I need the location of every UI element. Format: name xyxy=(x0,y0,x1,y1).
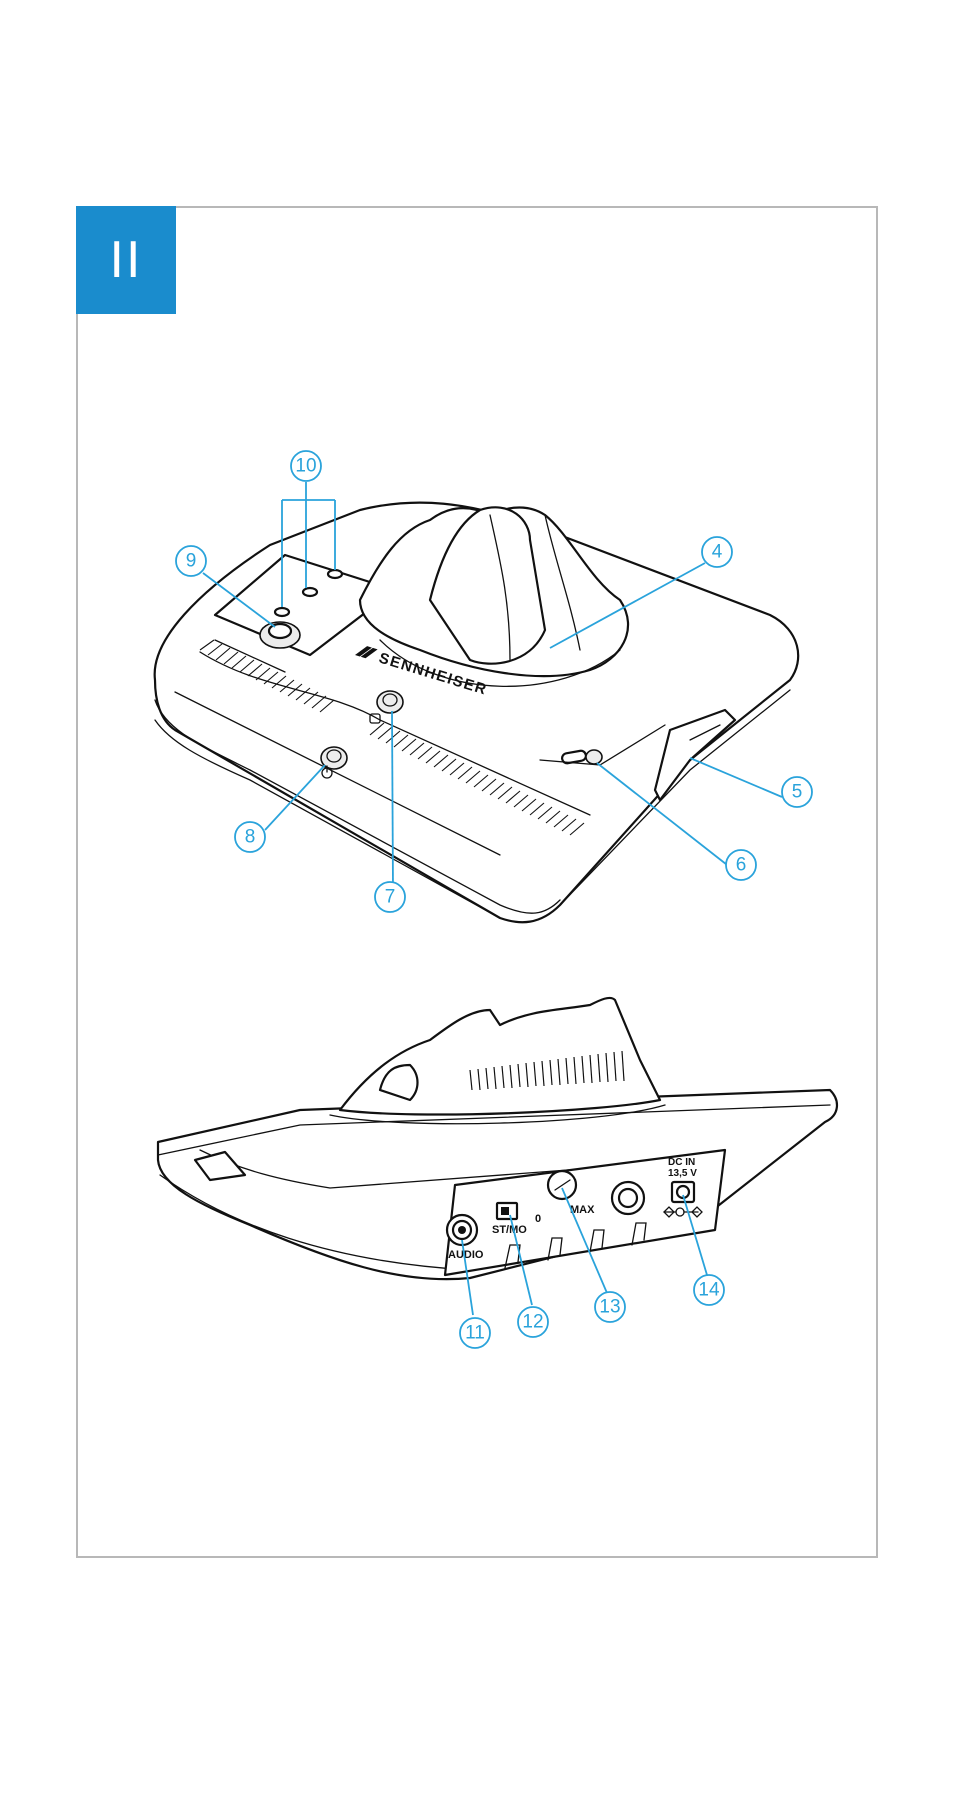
svg-text:10: 10 xyxy=(295,456,316,477)
callout-10: 10 xyxy=(291,451,321,481)
svg-text:13: 13 xyxy=(599,1297,620,1318)
transmitter-button xyxy=(260,622,300,648)
svg-text:9: 9 xyxy=(186,551,197,572)
svg-text:6: 6 xyxy=(736,855,747,876)
callout-7: 7 xyxy=(375,882,405,912)
callout-12: 12 xyxy=(518,1307,548,1337)
svg-text:4: 4 xyxy=(712,542,723,563)
callout-9: 9 xyxy=(176,546,206,576)
dc-voltage-label: 13,5 V xyxy=(668,1168,697,1179)
svg-text:7: 7 xyxy=(385,887,396,908)
callout-4: 4 xyxy=(702,537,732,567)
callout-6: 6 xyxy=(726,850,756,880)
svg-text:12: 12 xyxy=(522,1312,543,1333)
svg-text:8: 8 xyxy=(245,827,256,848)
svg-text:14: 14 xyxy=(698,1280,720,1301)
callout-5: 5 xyxy=(782,777,812,807)
audio-label: AUDIO xyxy=(448,1249,484,1261)
svg-text:5: 5 xyxy=(792,782,803,803)
callout-8: 8 xyxy=(235,822,265,852)
stereo-mono-label: ST/MO xyxy=(492,1224,527,1236)
volume-min-label: 0 xyxy=(535,1213,541,1225)
callout-14: 14 xyxy=(694,1275,724,1305)
callout-11: 11 xyxy=(460,1318,490,1348)
dc-in-label: DC IN xyxy=(668,1157,695,1168)
base-station-rear-view: AUDIO ST/MO 0 MAX DC IN 13,5 V xyxy=(158,998,837,1279)
headset-cradle-rear xyxy=(330,998,665,1124)
svg-text:11: 11 xyxy=(465,1323,485,1344)
callout-13: 13 xyxy=(595,1292,625,1322)
